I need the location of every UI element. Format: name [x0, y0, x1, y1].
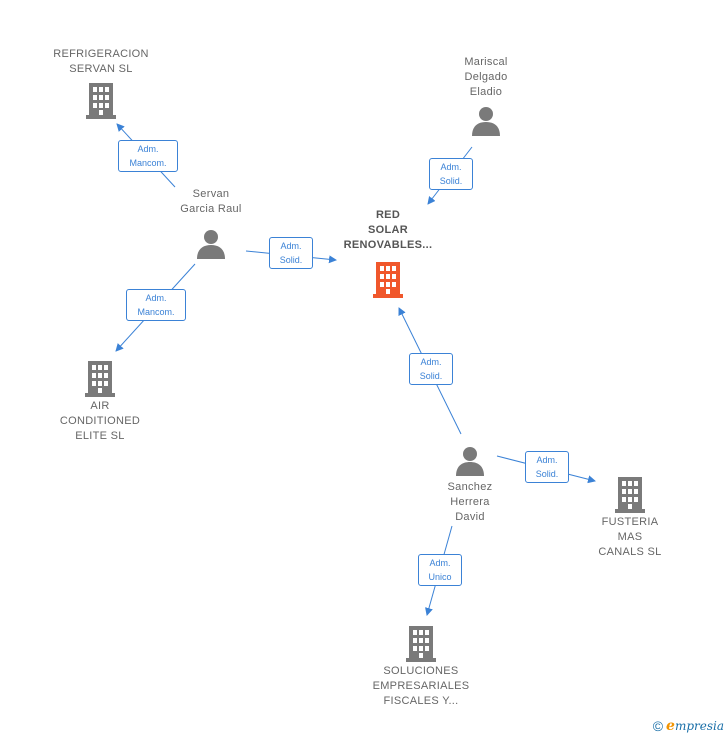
building-icon: [615, 477, 645, 513]
node-soluciones-empresariales[interactable]: SOLUCIONES EMPRESARIALES FISCALES Y...: [355, 624, 487, 709]
node-label: AIR CONDITIONED ELITE SL: [59, 400, 141, 442]
node-air-conditioned-elite[interactable]: AIR CONDITIONED ELITE SL: [40, 359, 160, 444]
person-icon: [472, 107, 500, 136]
edge-label-sanchez-fusteria: Adm. Solid.: [525, 451, 569, 483]
edge-label-servan-main: Adm. Solid.: [269, 237, 313, 269]
node-label: Mariscal Delgado Eladio: [464, 56, 508, 98]
node-label: SOLUCIONES EMPRESARIALES FISCALES Y...: [372, 665, 470, 707]
edge-label-servan-refrigeracion: Adm. Mancom.: [118, 140, 178, 172]
edge-label-sanchez-main: Adm. Solid.: [409, 353, 453, 385]
node-label: FUSTERIA MAS CANALS SL: [598, 516, 662, 558]
node-label: REFRIGERACION SERVAN SL: [53, 48, 149, 75]
node-label: RED SOLAR RENOVABLES...: [343, 209, 433, 251]
person-icon: [456, 447, 484, 476]
node-refrigeracion-servan[interactable]: REFRIGERACION SERVAN SL: [36, 47, 166, 119]
person-icon: [197, 230, 225, 259]
building-icon: [406, 626, 436, 662]
building-icon: [373, 262, 403, 298]
node-fusteria-mas-canals[interactable]: FUSTERIA MAS CANALS SL: [570, 475, 690, 560]
edge-label-mariscal-main: Adm. Solid.: [429, 158, 473, 190]
brand-name: empresia: [666, 718, 724, 734]
edge-label-servan-air: Adm. Mancom.: [126, 289, 186, 321]
node-label: Sanchez Herrera David: [447, 481, 493, 523]
node-sanchez-herrera-david[interactable]: Sanchez Herrera David: [420, 446, 520, 525]
node-label: Servan Garcia Raul: [180, 188, 242, 215]
node-red-solar-renovables[interactable]: RED SOLAR RENOVABLES...: [320, 208, 456, 298]
node-servan-garcia-raul[interactable]: Servan Garcia Raul: [161, 187, 261, 259]
copyright-icon: ©: [652, 718, 664, 734]
empresia-logo[interactable]: © empresia: [653, 718, 724, 734]
edge-label-sanchez-soluciones: Adm. Unico: [418, 554, 462, 586]
node-mariscal-delgado-eladio[interactable]: Mariscal Delgado Eladio: [436, 55, 536, 136]
building-icon: [86, 83, 116, 119]
building-icon: [85, 361, 115, 397]
